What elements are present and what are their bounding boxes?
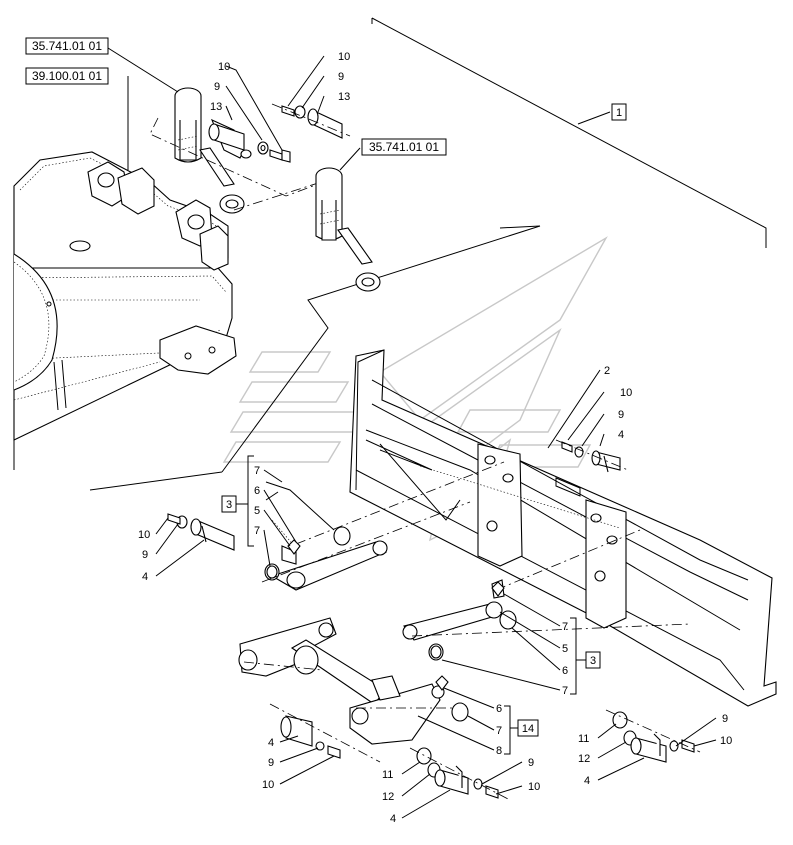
callout-left-washer: 9	[142, 549, 148, 561]
bushing-7-right-arm	[430, 645, 442, 659]
group-label-1: 1	[616, 107, 622, 119]
leader-lines	[107, 47, 717, 819]
group-label-3-right: 3	[590, 655, 596, 667]
callout-larm-5: 5	[254, 505, 260, 517]
group-box-3-left[interactable]: 3	[221, 495, 237, 513]
bushing-7-left-arm	[266, 565, 278, 579]
callout-left-pin: 4	[142, 571, 148, 583]
callout-br-9: 9	[722, 713, 728, 725]
bolt-10-top-left	[269, 149, 291, 163]
callout-blade-bolt: 10	[620, 387, 632, 399]
grease-fitting-6-frame	[435, 675, 449, 691]
callout-bm-11: 11	[382, 769, 393, 781]
callout-frame-7: 7	[496, 725, 502, 737]
callout-top-left-pin: 13	[210, 101, 222, 113]
callout-larm-6: 6	[254, 485, 260, 497]
group-label-14: 14	[522, 723, 534, 735]
washer-9-bottom-middle	[473, 778, 483, 790]
callout-br-12: 12	[578, 753, 590, 765]
group-box-1[interactable]: 1	[611, 103, 627, 121]
callout-rarm-7b: 7	[562, 685, 568, 697]
pin-13-right	[307, 108, 343, 139]
shim-11-bottom-right	[612, 711, 628, 729]
callout-rarm-7a: 7	[562, 621, 568, 633]
callout-top-right-bolt: 10	[338, 51, 350, 63]
push-arm-right	[402, 579, 517, 661]
callout-bm-10: 10	[528, 781, 540, 793]
callout-blade-pin: 4	[618, 429, 624, 441]
grease-fitting-5-right-arm	[491, 581, 505, 597]
callout-larm-7a: 7	[254, 465, 260, 477]
shim-11-bottom-middle	[416, 747, 432, 765]
tractor-frame	[13, 151, 237, 470]
pin-13-left	[208, 123, 245, 151]
bushing-7-frame	[451, 702, 469, 722]
callout-br-10: 10	[720, 735, 732, 747]
callout-left-bolt: 10	[138, 529, 150, 541]
ref-box-frame[interactable]: 39.100.01 01	[25, 67, 109, 85]
callout-bl-washer: 9	[268, 757, 274, 769]
pin-4-bottom-right	[630, 733, 667, 763]
callout-br-11: 11	[578, 733, 589, 745]
group-box-3-right[interactable]: 3	[585, 651, 601, 669]
callout-bm-9: 9	[528, 757, 534, 769]
callout-larm-7b: 7	[254, 525, 260, 537]
ref-label-cylinder-right: 35.741.01 01	[369, 140, 439, 154]
dozer-blade	[349, 349, 777, 707]
ref-box-cylinder-left[interactable]: 35.741.01 01	[25, 37, 109, 55]
callout-br-4: 4	[584, 775, 590, 787]
group-label-3-left: 3	[226, 499, 232, 511]
callout-bm-4: 4	[390, 813, 396, 825]
callout-bm-12: 12	[382, 791, 394, 803]
washer-9-top-right	[294, 105, 306, 119]
callout-bl-pin: 4	[268, 737, 274, 749]
bolt-10-bottom-left	[327, 745, 341, 759]
ref-box-cylinder-right[interactable]: 35.741.01 01	[361, 138, 447, 156]
callout-frame-6: 6	[496, 703, 502, 715]
blade-yoke-frame	[238, 617, 445, 745]
callout-frame-8: 8	[496, 745, 502, 757]
pin-4-left	[190, 518, 235, 551]
callout-blade-washer: 9	[618, 409, 624, 421]
callout-rarm-6: 6	[562, 665, 568, 677]
washer-9-top-left	[257, 141, 269, 155]
callout-numbers: 10 9 13 10 9 13 2 10 9 4 7 6 5 7 10 9 4 …	[138, 51, 732, 825]
pin-4-bottom-middle	[434, 765, 469, 795]
push-arm-left	[264, 519, 388, 591]
callout-bl-bolt: 10	[262, 779, 274, 791]
hydraulic-cylinder-left	[174, 87, 252, 214]
hydraulic-cylinder-right	[315, 167, 381, 292]
callout-top-right-washer: 9	[338, 71, 344, 83]
grease-fitting-6-left-arm	[287, 539, 301, 555]
callout-blade-2: 2	[604, 365, 610, 377]
callout-top-right-pin: 13	[338, 91, 350, 103]
group-1-bracket	[371, 17, 767, 248]
callout-top-left-bolt: 10	[218, 61, 230, 73]
section-lines	[89, 225, 541, 491]
washer-9-blade	[574, 446, 584, 458]
pin-4-bottom-left	[280, 715, 313, 747]
bolt-10-bottom-right	[681, 739, 695, 753]
callout-top-left-washer: 9	[214, 81, 220, 93]
ref-label-cylinder-left: 35.741.01 01	[32, 39, 102, 53]
group-box-14[interactable]: 14	[517, 719, 539, 737]
callout-rarm-5: 5	[562, 643, 568, 655]
washer-9-bottom-right	[669, 740, 679, 752]
bolt-10-left	[167, 513, 181, 525]
ref-label-frame: 39.100.01 01	[32, 69, 102, 83]
bolt-10-top-right	[281, 105, 295, 117]
bolt-10-bottom-middle	[485, 785, 499, 799]
bolt-10-blade	[561, 441, 573, 453]
pin-4-blade	[591, 450, 621, 473]
